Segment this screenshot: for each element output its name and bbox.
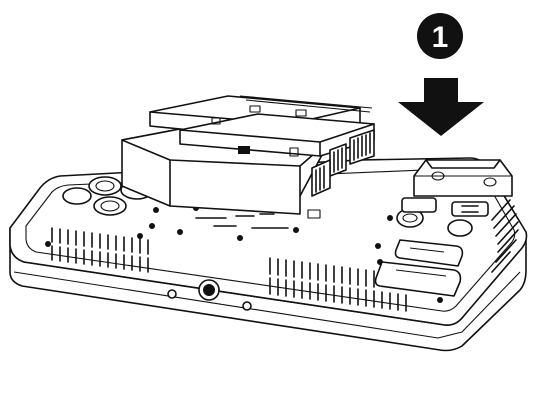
- step-number: 1: [432, 21, 449, 54]
- switch-slot-left: [401, 197, 437, 213]
- battery-plate: [121, 95, 375, 215]
- round-button: [447, 219, 473, 237]
- step-marker: 1: [417, 13, 463, 59]
- right-side-vents: [491, 199, 519, 273]
- port-socket-upper: [394, 239, 464, 267]
- step-badge-circle: [417, 13, 463, 59]
- down-arrow-icon: [398, 78, 484, 136]
- front-mount-holes: [167, 279, 252, 311]
- surface-slots: [195, 209, 321, 229]
- tripod-socket-hole: [203, 284, 215, 296]
- right-controls: [374, 197, 489, 297]
- monitor-inner-edge: [25, 167, 516, 312]
- screw-hole-left: [167, 289, 177, 299]
- connector-block: [413, 159, 513, 197]
- monitor-base-line: [13, 271, 521, 339]
- center-vent-slots: [269, 257, 407, 312]
- screw-hole-right: [242, 301, 252, 311]
- switch-slot-right: [451, 201, 489, 217]
- left-vent-slots: [51, 227, 149, 273]
